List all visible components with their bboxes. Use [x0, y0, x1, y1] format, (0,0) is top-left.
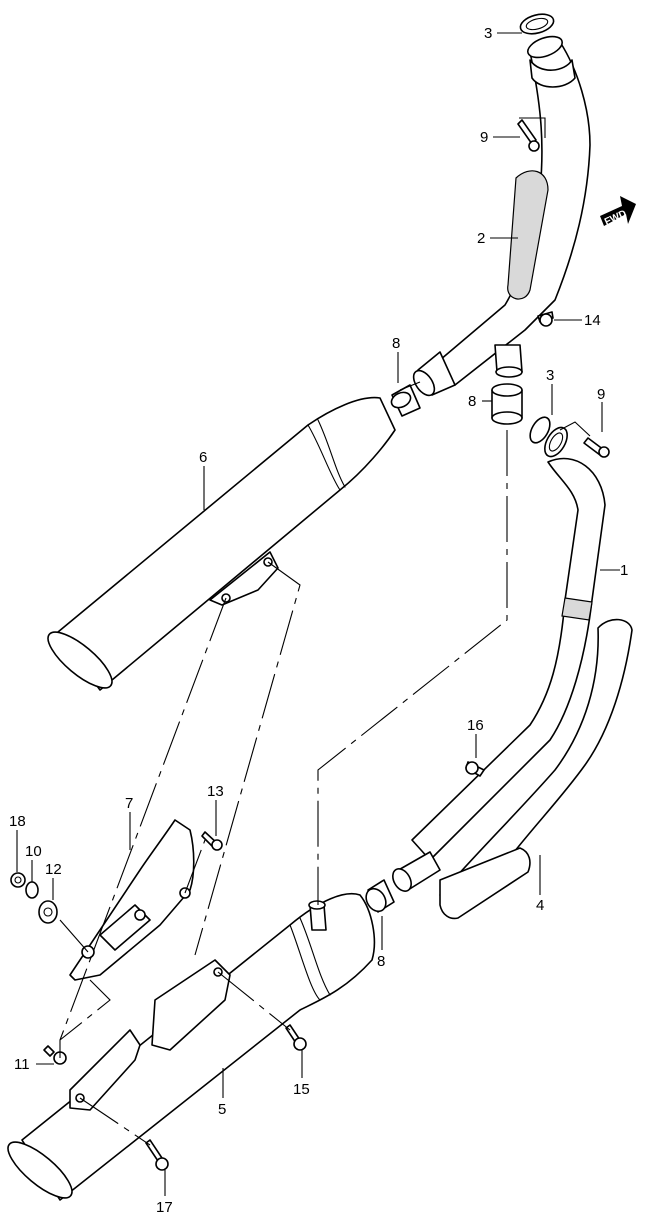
callout-14: 14	[584, 312, 601, 329]
callout-11: 11	[14, 1056, 30, 1073]
gasket-top	[519, 13, 555, 35]
heat-shield	[439, 618, 633, 920]
rear-exhaust-pipe	[392, 457, 606, 892]
callout-9-top: 9	[480, 129, 488, 146]
connector-8-upper-left	[390, 384, 421, 417]
connector-8-lower	[365, 879, 395, 913]
callout-8-lower: 8	[377, 953, 385, 970]
callout-7: 7	[125, 795, 133, 812]
bolt-9-top	[517, 119, 540, 152]
leader-lines	[16, 32, 620, 1196]
callout-10: 10	[25, 843, 42, 860]
upper-muffler	[47, 396, 396, 691]
callout-15: 15	[293, 1081, 310, 1098]
nut-18	[10, 872, 26, 888]
callout-labels: 3 9 2 14 8 8 3 9 6 1 16 7 13 18 10 12 4 …	[9, 25, 628, 1216]
callout-4: 4	[536, 897, 544, 914]
callout-13: 13	[207, 783, 224, 800]
callout-16: 16	[467, 717, 484, 734]
fwd-label: FWD	[603, 208, 628, 228]
washer-10	[25, 881, 39, 899]
callout-8-upper-left: 8	[392, 335, 400, 352]
assembly-lines	[59, 117, 591, 1146]
bolt-9-right	[583, 437, 610, 458]
bolt-13	[201, 831, 223, 851]
callout-3-top: 3	[484, 25, 492, 42]
fwd-arrow-icon: FWD	[600, 196, 636, 228]
callout-6: 6	[199, 449, 207, 466]
callout-9-right: 9	[597, 386, 605, 403]
connector-8-center	[491, 383, 523, 425]
callout-2: 2	[477, 230, 485, 247]
callout-5: 5	[218, 1101, 226, 1118]
gaskets-right	[529, 416, 568, 458]
callout-8-center: 8	[468, 393, 476, 410]
callout-1: 1	[620, 562, 628, 579]
callout-3-right: 3	[546, 367, 554, 384]
callout-12: 12	[45, 861, 62, 878]
bolt-14	[537, 311, 554, 327]
front-exhaust-pipe	[412, 35, 591, 397]
mount-bracket	[69, 819, 195, 981]
lower-muffler	[7, 893, 376, 1201]
bolt-16	[465, 761, 485, 777]
bolt-17	[145, 1139, 169, 1171]
callout-17: 17	[156, 1199, 173, 1216]
callout-18: 18	[9, 813, 26, 830]
bushing-12	[38, 900, 58, 924]
washer-11	[43, 1045, 67, 1065]
